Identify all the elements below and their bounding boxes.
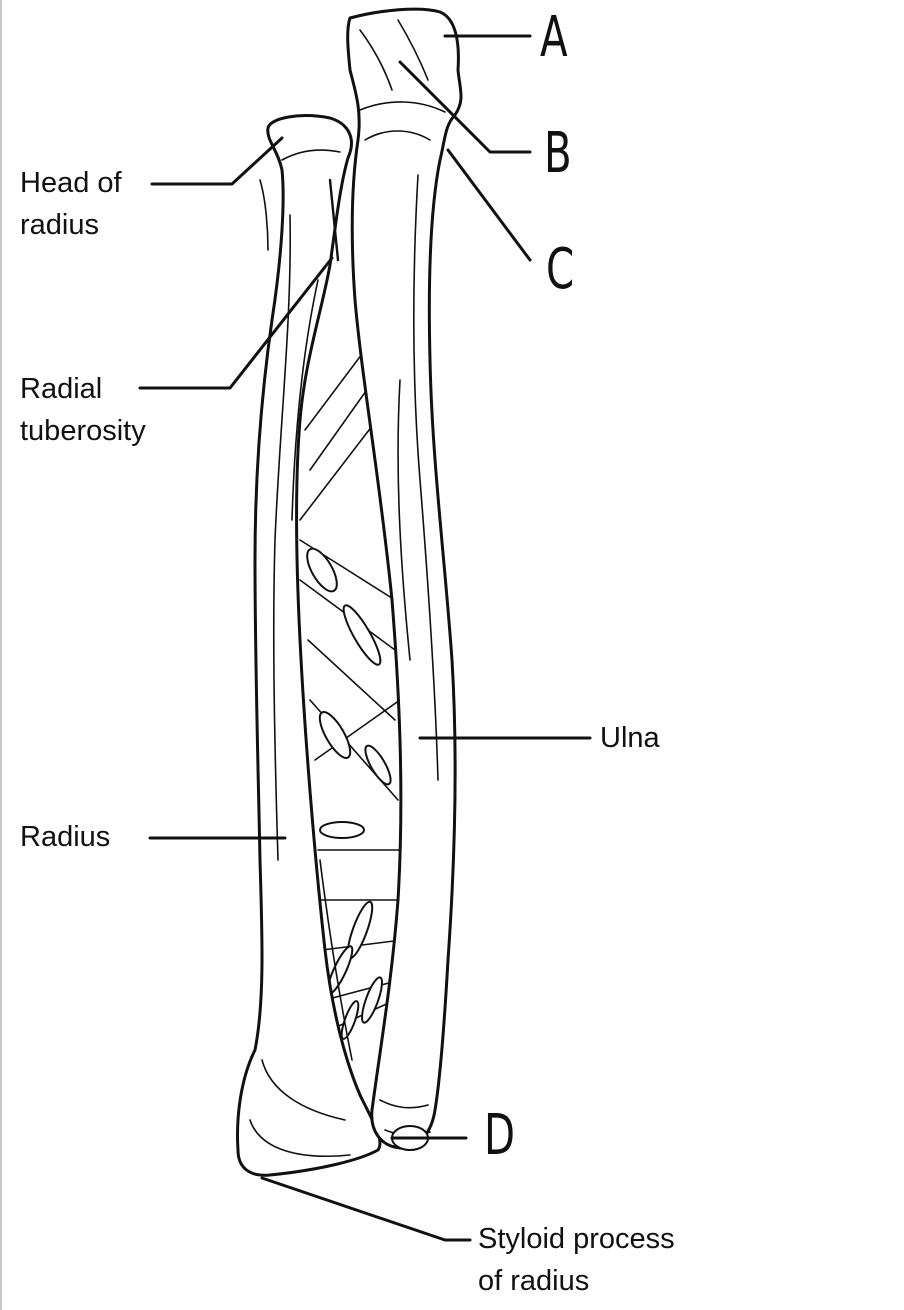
- label-styloid-process-line1: Styloid process: [478, 1223, 675, 1255]
- interosseous-membrane: [299, 329, 403, 1040]
- marker-c: C: [546, 237, 575, 302]
- leader-styloid-process: [260, 1176, 472, 1242]
- leader-radial-tuberosity: [138, 256, 334, 390]
- label-radius: Radius: [20, 821, 111, 853]
- label-radial-tuberosity-line2: tuberosity: [20, 415, 146, 447]
- marker-d: D: [484, 1103, 516, 1168]
- label-radial-tuberosity-line1: Radial: [20, 373, 103, 405]
- label-radial-tuberosity: Radial tuberosity: [20, 368, 146, 452]
- leader-lines: [138, 34, 592, 1242]
- label-styloid-process: Styloid process of radius: [478, 1218, 675, 1302]
- marker-a: A: [540, 5, 568, 70]
- label-head-of-radius: Head of radius: [20, 162, 122, 246]
- label-ulna: Ulna: [600, 722, 660, 754]
- label-styloid-process-line2: of radius: [478, 1265, 590, 1297]
- leader-head-of-radius: [150, 136, 284, 186]
- label-head-of-radius-line1: Head of: [20, 167, 122, 199]
- label-head-of-radius-line2: radius: [20, 209, 99, 241]
- ulna-bone: [346, 7, 463, 1151]
- left-border: [0, 0, 2, 1310]
- marker-b: B: [544, 121, 572, 186]
- radius-bone: [236, 114, 382, 1177]
- leader-marker-c: [446, 148, 532, 262]
- leader-marker-b: [398, 60, 532, 154]
